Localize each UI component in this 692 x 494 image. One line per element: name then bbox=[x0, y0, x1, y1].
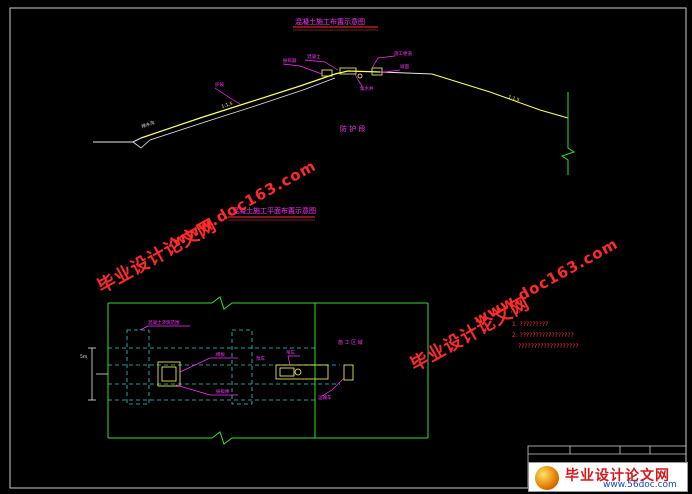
plan-label-1: 混凝土浇筑范围 bbox=[148, 319, 180, 326]
section-label-9: 集水井 bbox=[360, 85, 374, 92]
right-slope bbox=[431, 73, 569, 119]
section-label-2: 混凝土 bbox=[307, 53, 321, 60]
left-dimension-label: 5m bbox=[80, 354, 87, 360]
plan-label-3: 振捣棒 bbox=[216, 388, 230, 395]
site-logo: 毕业设计论文网 www.56doc.com bbox=[528, 462, 688, 492]
section-label-8: 排水沟 bbox=[140, 119, 155, 130]
slope-surface bbox=[140, 70, 381, 139]
section-label-4: 1:1.5 bbox=[507, 94, 520, 103]
left-dimension bbox=[88, 347, 108, 401]
plan-label-2: 模板 bbox=[216, 351, 225, 358]
right-boundary bbox=[560, 92, 576, 175]
section-label-1: 振捣器 bbox=[283, 57, 297, 64]
plan-label-4: 吊车 bbox=[286, 349, 295, 356]
note-1: 1. ????????? bbox=[512, 321, 548, 328]
plan-leaders bbox=[139, 325, 345, 397]
logo-title: 毕业设计论文网 bbox=[565, 468, 670, 484]
section-label-6: 1:1.5 bbox=[221, 101, 234, 110]
plan-outline-top bbox=[108, 296, 428, 310]
plan-label-7: 施 工 区 域 bbox=[338, 339, 363, 346]
section-label-5: 坡面 bbox=[400, 63, 409, 70]
plan-equipment bbox=[157, 361, 354, 387]
ground-profile-left bbox=[93, 137, 142, 143]
road-top bbox=[379, 71, 433, 75]
protect-section-label: 防 护 段 bbox=[340, 124, 365, 133]
logo-globe-icon bbox=[535, 466, 559, 490]
section-title: 混凝土施工布置示意图 bbox=[295, 17, 365, 26]
plan-label-6: 泵车 bbox=[256, 355, 265, 362]
note-header: ? ?? bbox=[510, 308, 521, 315]
plan-label-5: 运输车 bbox=[318, 394, 332, 401]
equipment-symbols bbox=[321, 67, 383, 79]
plan-title: 混凝土施工平面布置示意图 bbox=[232, 206, 316, 215]
logo-url: www.56doc.com bbox=[603, 480, 677, 490]
drawing-frame bbox=[9, 7, 687, 489]
section-label-3: 施工便道 bbox=[394, 50, 412, 57]
section-leaders bbox=[214, 55, 401, 105]
note-3: ??????????????????? bbox=[518, 343, 579, 350]
plan-outline-bottom bbox=[108, 431, 428, 445]
note-2: 2. ????????????????? bbox=[512, 332, 574, 339]
slope-protection bbox=[132, 77, 336, 149]
section-label-7: 护坡 bbox=[215, 81, 224, 88]
plan-dashed-lanes bbox=[108, 329, 340, 405]
